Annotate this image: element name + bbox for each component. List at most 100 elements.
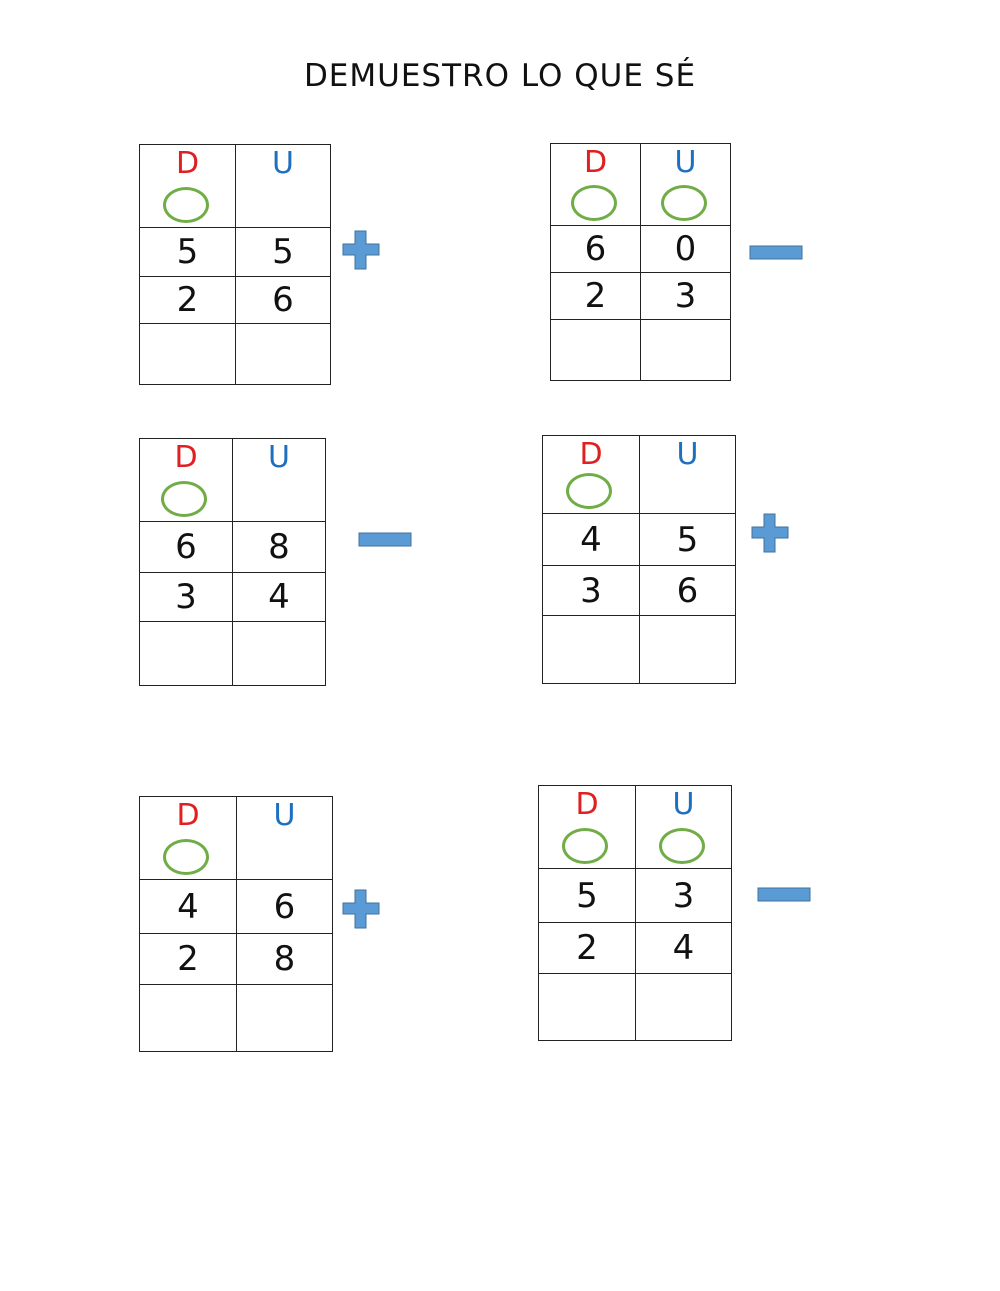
tens-header-cell: D	[139, 796, 237, 880]
digit: 6	[175, 527, 197, 567]
answer-units-cell[interactable]	[236, 984, 333, 1052]
answer-tens-cell[interactable]	[542, 615, 640, 684]
answer-row	[139, 621, 326, 686]
units-header-cell: U	[635, 785, 732, 869]
digit: 4	[672, 928, 695, 968]
tens-carry-circle[interactable]	[161, 481, 207, 517]
header-content: U	[233, 439, 325, 521]
units-cell: 3	[635, 868, 732, 923]
units-carry-circle[interactable]	[658, 828, 705, 864]
tens-cell: 2	[550, 272, 641, 320]
units-header-cell: U	[640, 143, 731, 226]
tens-label: D	[583, 145, 608, 180]
plus-icon	[751, 513, 789, 553]
units-label: U	[273, 798, 296, 833]
units-label: U	[268, 440, 290, 475]
answer-tens-cell[interactable]	[139, 984, 237, 1052]
tens-cell: 3	[542, 565, 640, 616]
tens-cell: 6	[139, 521, 233, 573]
answer-tens-cell[interactable]	[550, 319, 641, 381]
answer-tens-cell[interactable]	[139, 621, 233, 686]
tens-cell: 2	[139, 276, 236, 324]
units-cell: 5	[639, 513, 736, 566]
tens-cell: 2	[538, 922, 636, 974]
tens-label: D	[175, 146, 200, 181]
tens-label: D	[176, 798, 200, 833]
digit: 5	[676, 519, 699, 560]
answer-units-cell[interactable]	[640, 319, 731, 381]
units-cell: 6	[639, 565, 736, 616]
units-carry-circle[interactable]	[660, 185, 707, 221]
tens-header-cell: D	[139, 438, 233, 522]
answer-units-cell[interactable]	[635, 973, 732, 1041]
answer-units-cell[interactable]	[232, 621, 326, 686]
answer-row	[550, 319, 731, 381]
digit: 2	[576, 928, 598, 968]
digit: 6	[273, 886, 296, 927]
tens-carry-circle[interactable]	[566, 473, 612, 509]
minus-shape	[358, 532, 412, 547]
minus-icon	[757, 887, 811, 902]
tens-cell: 5	[538, 868, 636, 923]
tens-carry-circle[interactable]	[562, 828, 608, 864]
digit: 6	[584, 229, 607, 269]
answer-units-cell[interactable]	[639, 615, 736, 684]
units-label: U	[676, 437, 699, 472]
digit: 5	[272, 232, 294, 272]
units-cell: 4	[232, 572, 326, 622]
units-cell: 4	[635, 922, 732, 974]
answer-row	[139, 984, 333, 1052]
answer-tens-cell[interactable]	[139, 323, 236, 385]
units-header-cell: U	[235, 144, 331, 228]
tens-cell: 4	[139, 879, 237, 934]
header-content: U	[237, 797, 332, 879]
minus-icon	[749, 245, 803, 260]
answer-units-cell[interactable]	[235, 323, 331, 385]
tens-carry-circle[interactable]	[570, 185, 617, 221]
digit: 3	[580, 570, 602, 611]
units-cell: 3	[640, 272, 731, 320]
digit: 8	[268, 527, 290, 567]
units-cell: 6	[236, 879, 333, 934]
units-header-cell: U	[639, 435, 736, 514]
tens-label: D	[575, 787, 599, 822]
units-cell: 0	[640, 225, 731, 273]
plus-shape	[342, 230, 380, 270]
answer-tens-cell[interactable]	[538, 973, 636, 1041]
tens-carry-circle[interactable]	[162, 187, 209, 223]
units-cell: 5	[235, 227, 331, 277]
digit: 2	[176, 280, 199, 320]
tens-cell: 5	[139, 227, 236, 277]
tens-label: D	[579, 437, 603, 472]
tens-cell: 2	[139, 933, 237, 985]
tens-header-cell: D	[139, 144, 236, 228]
header-content: U	[640, 436, 735, 513]
minus-shape	[749, 245, 803, 260]
tens-carry-circle[interactable]	[163, 839, 209, 875]
header-content: D	[551, 144, 640, 225]
plus-icon	[342, 230, 380, 270]
units-header-cell: U	[232, 438, 326, 522]
digit: 3	[674, 276, 697, 316]
plus-icon	[342, 889, 380, 929]
tens-cell: 4	[542, 513, 640, 566]
answer-row	[538, 973, 732, 1041]
